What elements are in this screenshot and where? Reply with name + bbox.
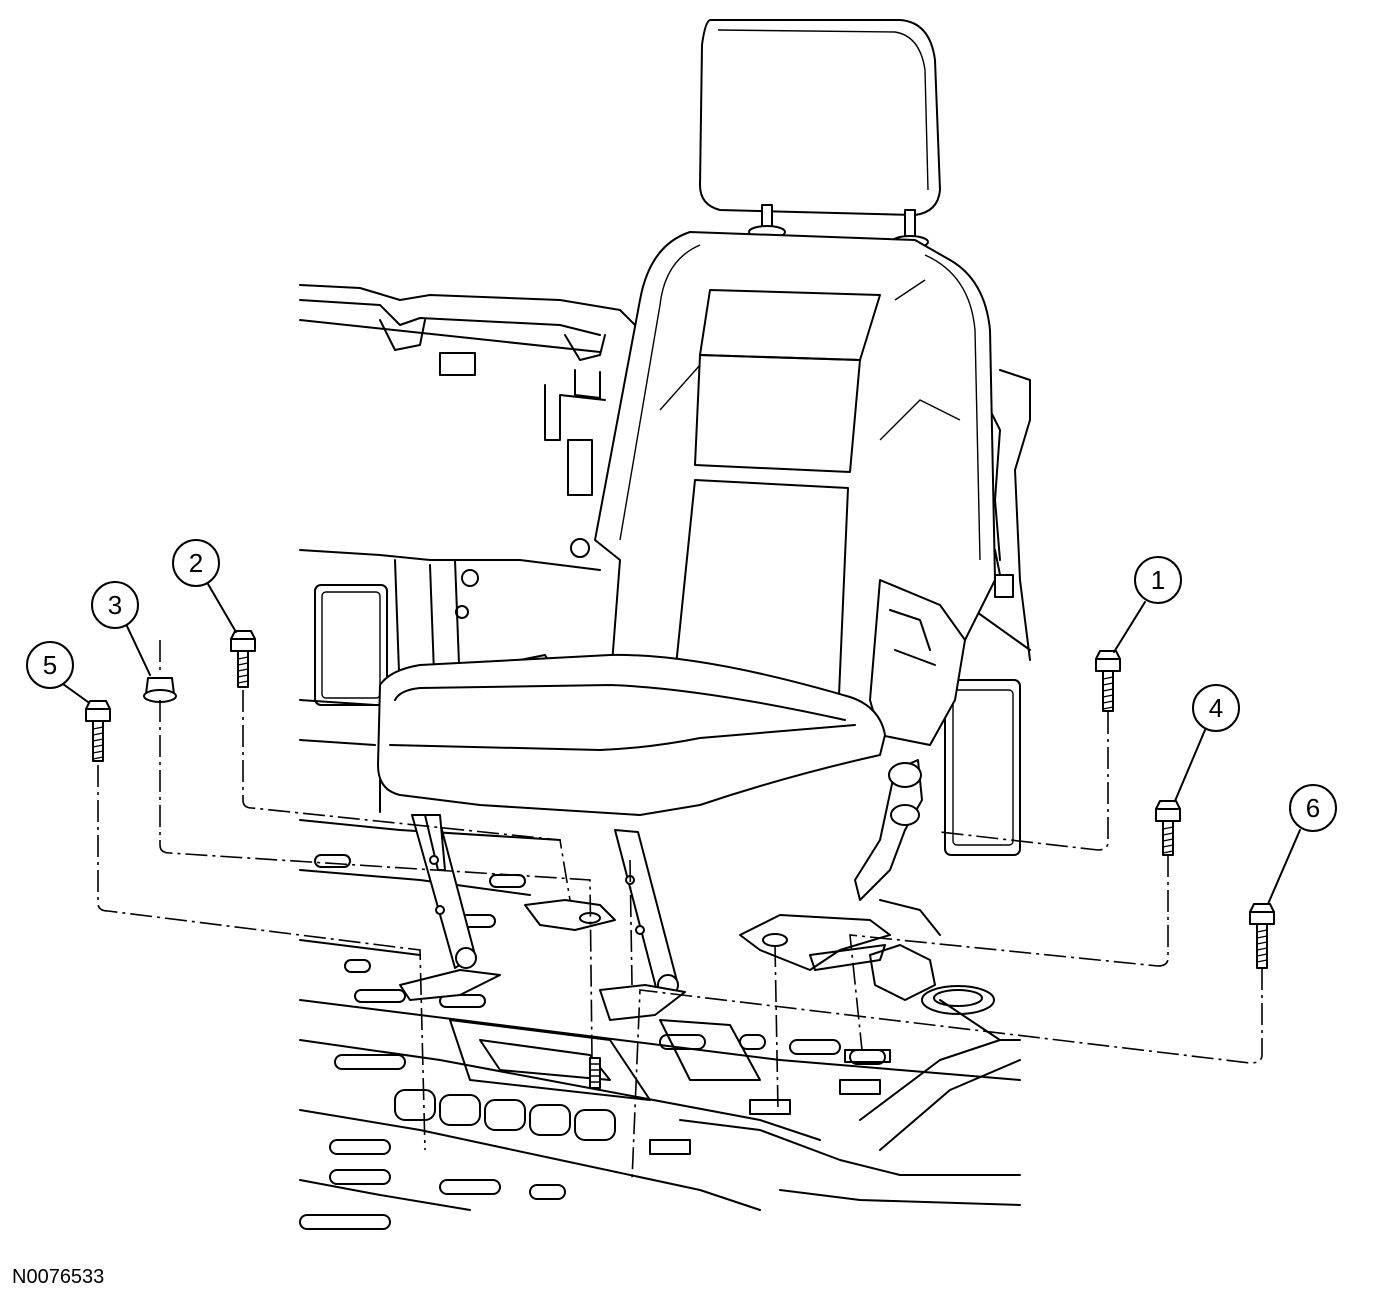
anchor-bracket-center-left — [524, 899, 616, 931]
callout-4-label: 4 — [1209, 693, 1223, 723]
callout-3-circle — [91, 581, 139, 629]
nut-3-icon — [143, 677, 177, 703]
callout-4-circle — [1192, 684, 1240, 732]
bolt-6-icon — [1249, 903, 1275, 969]
figure-id: N0076533 — [12, 1266, 105, 1288]
callout-2-label: 2 — [189, 548, 203, 578]
leader-6 — [631, 968, 1263, 1181]
callout-1-circle — [1134, 556, 1182, 604]
bolt-4-icon — [1155, 800, 1181, 856]
leader-center — [774, 944, 779, 1111]
bolt-5-icon — [85, 700, 111, 762]
callout-5-circle — [26, 641, 74, 689]
callout-6-circle — [1289, 784, 1337, 832]
anchor-bracket-right — [739, 914, 891, 971]
bolt-1-icon — [1095, 650, 1121, 712]
seat-assembly — [377, 19, 996, 1089]
anchor-bracket-left — [399, 969, 501, 1001]
seat-leg-left-front — [411, 814, 476, 969]
bolt-2-icon — [230, 630, 256, 688]
callouts: 2 3 5 1 4 6 — [26, 539, 1337, 905]
callout-3-label: 3 — [108, 590, 122, 620]
leader-4 — [849, 855, 1169, 1051]
leader-5 — [97, 765, 426, 1151]
seat-leg-center — [614, 829, 679, 996]
floor-stud — [589, 1057, 601, 1089]
floor-ribs — [299, 854, 886, 1230]
fasteners — [85, 630, 1275, 969]
anchor-bracket-center — [599, 984, 686, 1021]
callout-2-circle — [172, 539, 220, 587]
leader-1 — [939, 712, 1109, 851]
callout-5-label: 5 — [43, 650, 57, 680]
leader-2 — [242, 690, 571, 901]
headrest — [699, 19, 941, 216]
leader-lines — [97, 640, 1263, 1181]
callout-6-label: 6 — [1306, 793, 1320, 823]
leader-stud — [629, 859, 633, 986]
callout-1-label: 1 — [1151, 565, 1165, 595]
leader-3 — [159, 700, 593, 1059]
vehicle-floor-pan — [299, 819, 1021, 1230]
